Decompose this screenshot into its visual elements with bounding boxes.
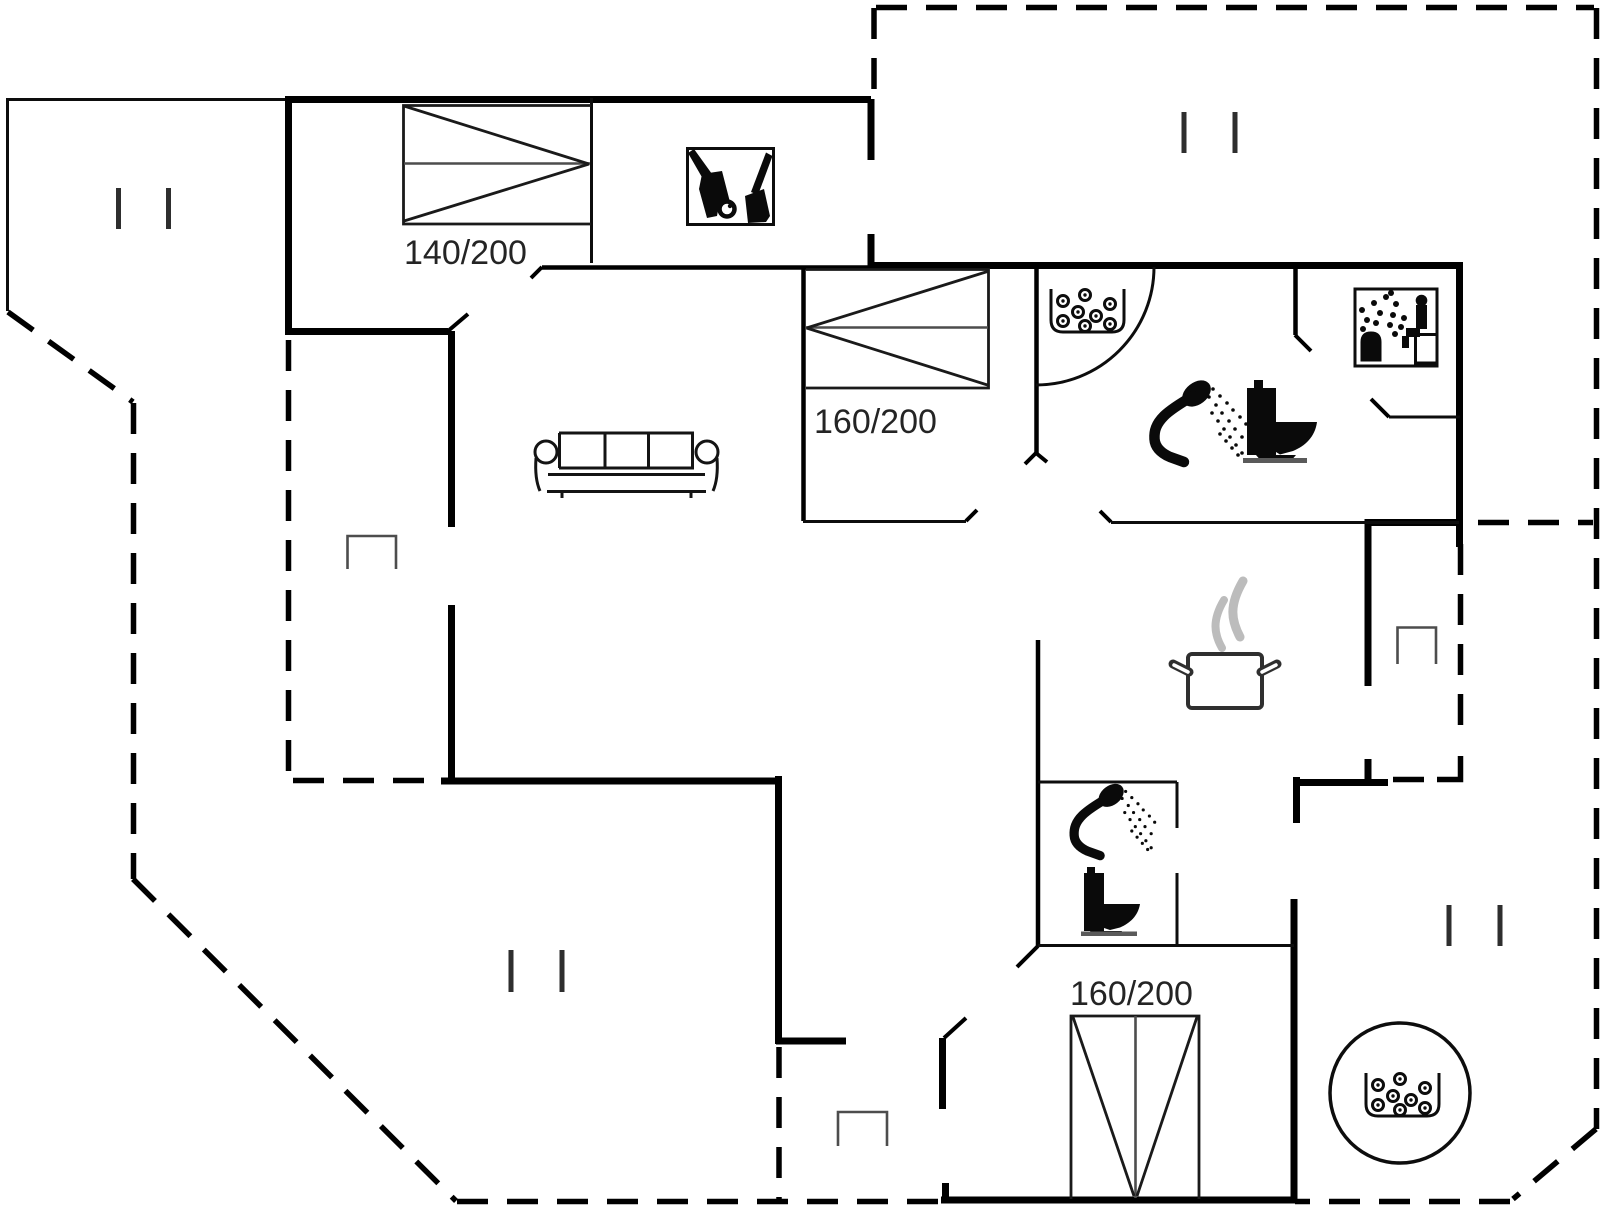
svg-text:160/200: 160/200 (1070, 975, 1193, 1013)
svg-text:140/200: 140/200 (404, 234, 527, 272)
svg-text:160/200: 160/200 (814, 403, 937, 441)
